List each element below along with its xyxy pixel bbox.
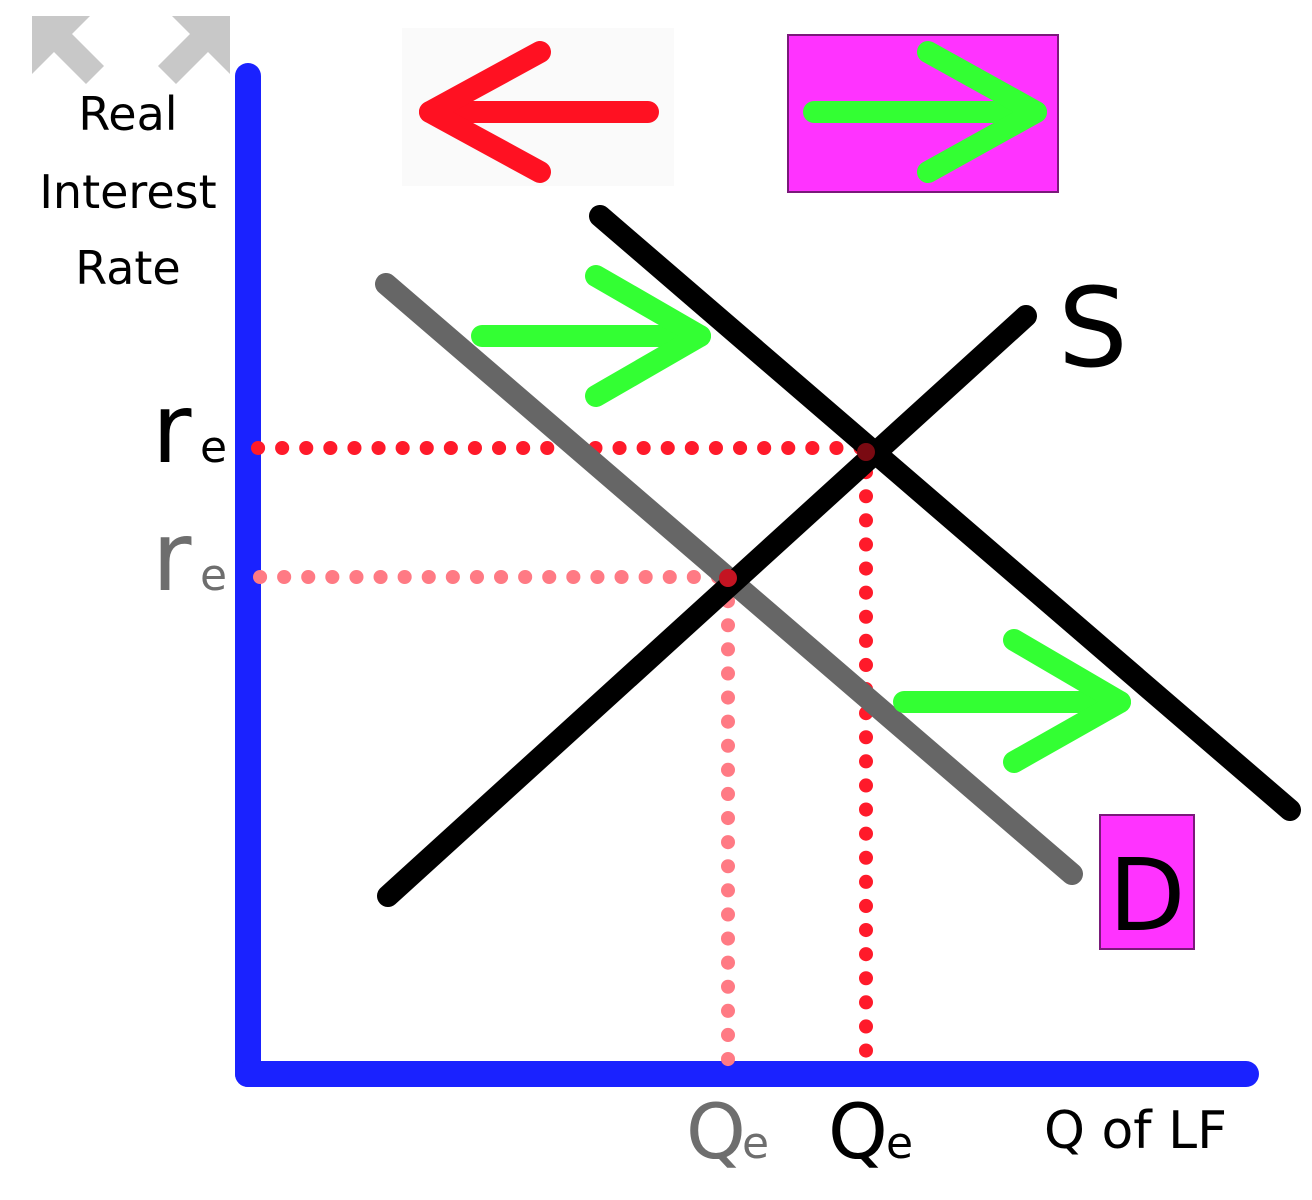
svg-text:e: e xyxy=(742,1118,769,1169)
svg-text:Q: Q xyxy=(686,1087,746,1176)
demand-label-box xyxy=(1099,814,1195,950)
supply-label: S xyxy=(1058,264,1128,392)
shift-arrow-upper xyxy=(471,265,711,407)
collapse-right-icon[interactable] xyxy=(158,16,230,84)
y-axis-label-line-2: Interest xyxy=(39,165,216,219)
axes xyxy=(235,63,1259,1087)
equilibrium-point-new xyxy=(857,443,875,461)
tick-label-r-new: r e xyxy=(152,373,227,485)
guides-new xyxy=(251,441,873,1073)
tick-label-q-old: Q e xyxy=(686,1087,769,1176)
y-axis-label-line-1: Real xyxy=(78,87,177,141)
collapse-left-icon[interactable] xyxy=(32,16,104,84)
y-axis-label-line-3: Rate xyxy=(75,241,180,295)
guides-old xyxy=(253,570,735,1071)
demand-curve-new xyxy=(589,205,1301,821)
supply-curve xyxy=(377,305,1037,907)
equilibrium-point-old xyxy=(719,569,737,587)
svg-text:e: e xyxy=(886,1118,913,1169)
demand-label: D xyxy=(1108,837,1185,954)
svg-text:e: e xyxy=(200,550,227,601)
tick-label-q-new: Q e xyxy=(828,1087,913,1176)
shift-arrow-lower xyxy=(893,629,1131,773)
x-axis-label: Q of LF xyxy=(1044,1101,1227,1161)
left-arrow-icon xyxy=(402,28,674,186)
svg-text:r: r xyxy=(152,501,192,613)
svg-text:Q: Q xyxy=(828,1087,888,1176)
right-arrow-icon xyxy=(787,34,1059,193)
svg-text:r: r xyxy=(152,373,192,485)
tick-label-r-old: r e xyxy=(152,501,227,613)
svg-text:e: e xyxy=(200,422,227,473)
